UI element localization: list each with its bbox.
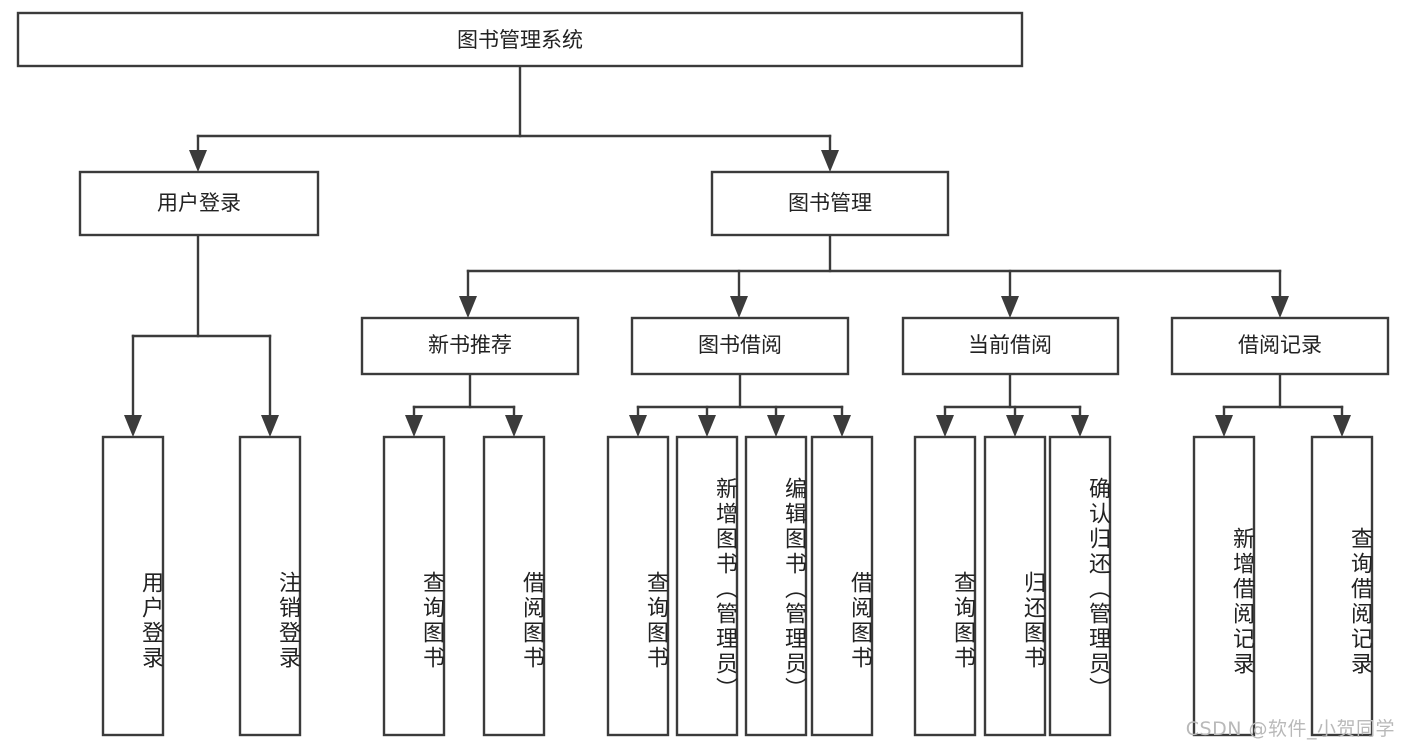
node-borrow-record[interactable]: 借阅记录	[1170, 316, 1390, 376]
connector-group-user-login	[124, 233, 279, 437]
arrow-book-borrow-leaf-2-icon	[698, 415, 716, 437]
node-new-book-recommend-box[interactable]	[360, 316, 580, 376]
arrow-user-login-leaf-2-icon	[261, 415, 279, 437]
connector-group-root	[189, 64, 839, 172]
node-leaf-edit-book-box[interactable]	[744, 435, 808, 737]
arrow-book-manage-child-1-icon	[459, 296, 477, 318]
node-book-borrow-box[interactable]	[630, 316, 850, 376]
node-current-borrow-box[interactable]	[901, 316, 1120, 376]
node-leaf-query-record-box[interactable]	[1310, 435, 1374, 737]
node-book-manage[interactable]: 图书管理	[710, 170, 950, 237]
connector-group-book-manage	[459, 233, 1289, 318]
arrow-new-book-leaf-1-icon	[405, 415, 423, 437]
arrow-user-login-leaf-1-icon	[124, 415, 142, 437]
node-leaf-borrow-book-2-box[interactable]	[810, 435, 874, 737]
node-leaf-add-record-box[interactable]	[1192, 435, 1256, 737]
node-user-login[interactable]: 用户登录	[78, 170, 320, 237]
arrow-book-manage-child-2-icon	[730, 296, 748, 318]
node-new-book-recommend[interactable]: 新书推荐	[360, 316, 580, 376]
node-leaf-add-book-box[interactable]	[675, 435, 739, 737]
arrow-new-book-leaf-2-icon	[505, 415, 523, 437]
arrow-borrow-record-leaf-1-icon	[1215, 415, 1233, 437]
node-leaf-return-book-box[interactable]	[983, 435, 1047, 737]
arrow-root-to-user-login-icon	[189, 150, 207, 172]
arrow-root-to-book-manage-icon	[821, 150, 839, 172]
node-root-box[interactable]	[16, 11, 1024, 68]
connector-group-borrow-record	[1215, 372, 1351, 437]
node-borrow-record-box[interactable]	[1170, 316, 1390, 376]
arrow-current-borrow-leaf-1-icon	[936, 415, 954, 437]
node-leaf-user-logout-box[interactable]	[238, 435, 302, 737]
node-leaf-query-book-1-box[interactable]	[382, 435, 446, 737]
arrow-book-borrow-leaf-4-icon	[833, 415, 851, 437]
node-borrow-record-label: 借阅记录	[1238, 333, 1322, 357]
node-root-label: 图书管理系统	[457, 28, 583, 52]
arrow-book-borrow-leaf-1-icon	[629, 415, 647, 437]
node-root[interactable]: 图书管理系统	[16, 11, 1024, 68]
node-user-login-box[interactable]	[78, 170, 320, 237]
node-leaf-user-login-box[interactable]	[101, 435, 165, 737]
connector-group-book-borrow	[629, 372, 851, 437]
arrow-current-borrow-leaf-3-icon	[1071, 415, 1089, 437]
node-new-book-recommend-label: 新书推荐	[428, 333, 512, 357]
node-leaf-borrow-book-1-box[interactable]	[482, 435, 546, 737]
arrow-book-manage-child-3-icon	[1001, 296, 1019, 318]
arrow-book-borrow-leaf-3-icon	[767, 415, 785, 437]
arrow-current-borrow-leaf-2-icon	[1006, 415, 1024, 437]
node-user-login-label: 用户登录	[157, 191, 241, 215]
node-leaf-query-book-2-box[interactable]	[606, 435, 670, 737]
connector-group-current-borrow	[936, 372, 1089, 437]
arrow-borrow-record-leaf-2-icon	[1333, 415, 1351, 437]
arrow-book-manage-child-4-icon	[1271, 296, 1289, 318]
node-book-manage-label: 图书管理	[788, 191, 872, 215]
node-current-borrow-label: 当前借阅	[968, 333, 1052, 357]
node-book-borrow-label: 图书借阅	[698, 333, 782, 357]
connector-group-new-book-recommend	[405, 372, 523, 437]
node-leaf-query-book-3-box[interactable]	[913, 435, 977, 737]
csdn-watermark: CSDN @软件_小贺同学	[1185, 718, 1395, 740]
node-book-manage-box[interactable]	[710, 170, 950, 237]
node-current-borrow[interactable]: 当前借阅	[901, 316, 1120, 376]
node-leaf-confirm-return-box[interactable]	[1048, 435, 1112, 737]
node-book-borrow[interactable]: 图书借阅	[630, 316, 850, 376]
